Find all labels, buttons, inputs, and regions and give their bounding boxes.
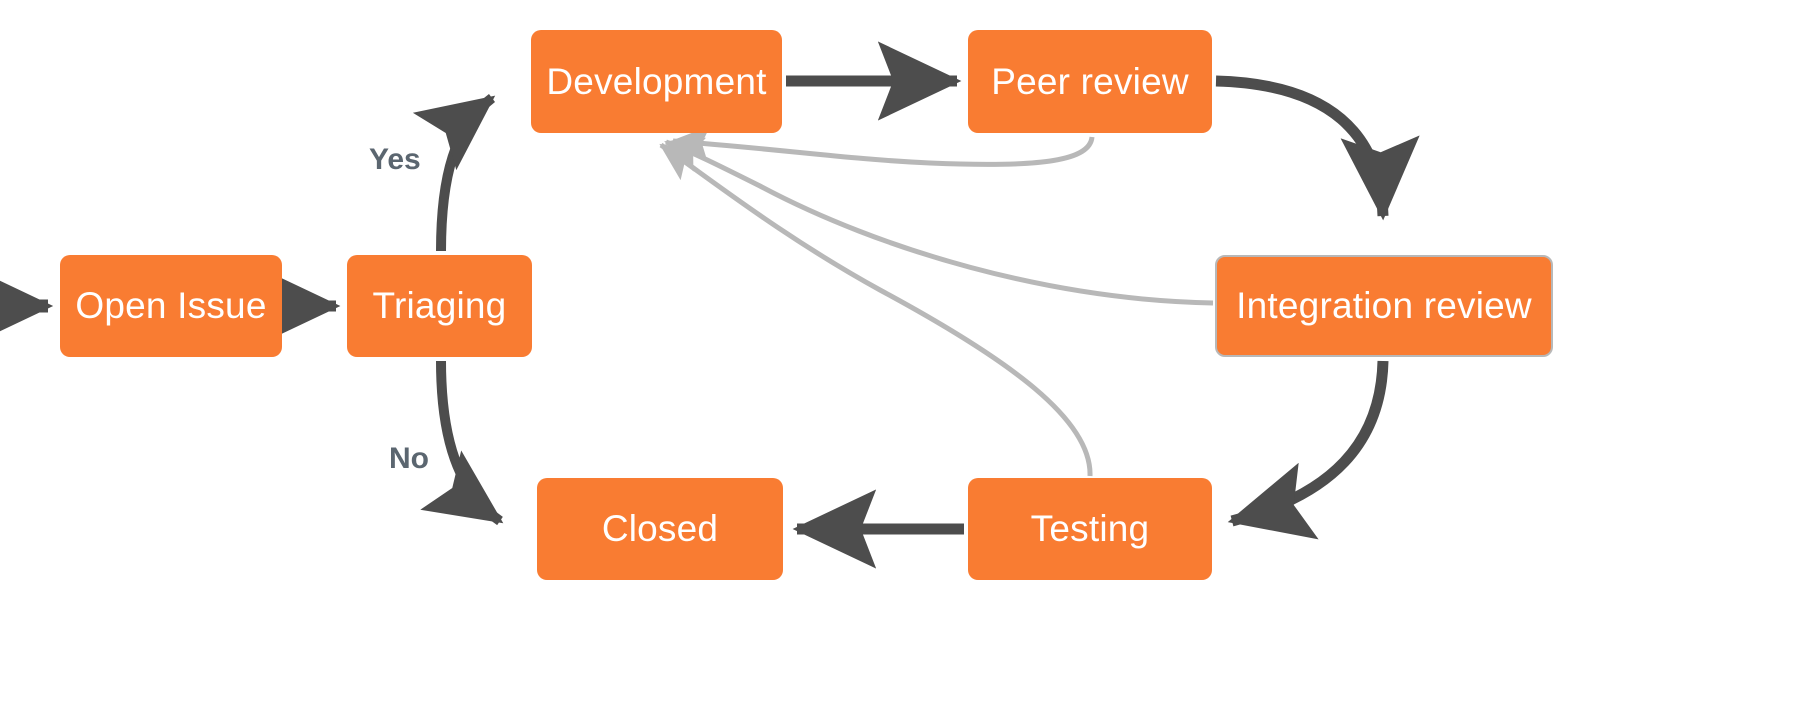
edge-peer-review-to-development — [671, 125, 1095, 167]
node-label: Triaging — [372, 285, 507, 326]
node-open-issue[interactable]: Open Issue — [60, 255, 282, 357]
edge-label-yes: Yes — [369, 143, 421, 176]
node-integration-review[interactable]: Integration review — [1215, 255, 1553, 357]
edge-peer-review-to-integration — [1215, 75, 1420, 221]
edge-testing-to-development — [659, 142, 1093, 477]
node-closed[interactable]: Closed — [537, 478, 783, 580]
edge-integration-to-testing — [1227, 360, 1389, 540]
node-label: Development — [546, 60, 767, 102]
node-development[interactable]: Development — [531, 30, 782, 133]
edge-label-no: No — [389, 442, 429, 475]
edge-triaging-to-closed — [420, 360, 504, 526]
node-label: Testing — [1030, 508, 1150, 549]
node-triaging[interactable]: Triaging — [347, 255, 532, 357]
edge-triaging-to-development — [412, 94, 496, 252]
node-label: Peer review — [991, 60, 1189, 102]
node-testing[interactable]: Testing — [968, 478, 1212, 580]
node-label: Open Issue — [75, 285, 267, 326]
node-label: Integration review — [1236, 285, 1532, 326]
node-label: Closed — [601, 508, 719, 549]
edge-integration-to-development — [664, 137, 1214, 306]
node-peer-review[interactable]: Peer review — [968, 30, 1212, 133]
